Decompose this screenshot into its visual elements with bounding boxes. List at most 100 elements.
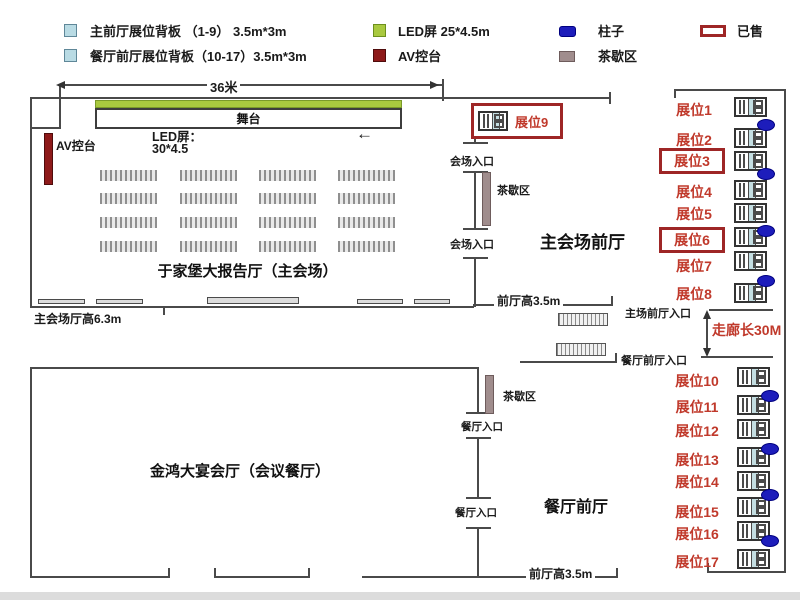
booth-label: 展位1 — [676, 102, 712, 118]
seating-block — [338, 217, 395, 228]
restaurant-entrance-label: 餐厅入口 — [461, 421, 503, 433]
foyer-height-label: 前厅高3.5m — [526, 565, 596, 582]
wall-tick — [611, 296, 613, 305]
booth-icon — [737, 549, 770, 569]
wall-tick — [707, 563, 709, 572]
booth-label: 展位5 — [676, 206, 712, 222]
legend-swatch-restaurant-backdrop — [64, 49, 77, 62]
pillar-icon — [757, 225, 775, 237]
main-hall-height-label: 主会场厅高6.3m — [34, 312, 122, 326]
booth-9-sold-box: 展位9 — [471, 103, 563, 139]
legend-swatch-pillar — [559, 26, 576, 37]
booth-label: 展位2 — [676, 132, 712, 148]
av-console-label: AV控台 — [56, 139, 96, 153]
tea-break-bar — [485, 375, 494, 414]
booth-label: 展位16 — [675, 526, 719, 542]
wall — [30, 97, 610, 99]
wall-tick — [214, 568, 216, 577]
booth-label: 展位11 — [675, 399, 719, 415]
booth-icon — [734, 283, 767, 303]
wall-tick — [308, 568, 310, 577]
booth-icon — [734, 203, 767, 223]
door — [207, 297, 299, 304]
led-screen-label: LED屏： — [152, 130, 203, 144]
wall — [362, 576, 618, 578]
seating-block — [338, 170, 395, 181]
foyer-height-label: 前厅高3.5m — [494, 292, 564, 309]
seating-block — [180, 241, 237, 252]
booth-label: 展位12 — [675, 423, 719, 439]
dimension-line — [62, 84, 443, 86]
main-hall-name: 于家堡大报告厅（主会场） — [157, 263, 338, 280]
wall — [477, 527, 479, 577]
wall — [30, 576, 170, 578]
legend-label-tea: 茶歇区 — [598, 49, 638, 64]
door — [414, 299, 450, 304]
seating-block — [180, 170, 237, 181]
seating-block — [338, 241, 395, 252]
booth-label: 展位15 — [675, 504, 719, 520]
wall — [784, 89, 786, 573]
corridor-measure-line — [701, 356, 773, 358]
arrow-up-icon — [703, 310, 711, 319]
corridor-measure-arrow — [706, 313, 708, 355]
seating-block — [338, 193, 395, 204]
seating-block — [100, 193, 157, 204]
wall — [477, 437, 479, 498]
booth-label: 展位7 — [676, 258, 712, 274]
booth-icon — [734, 97, 767, 117]
wall — [214, 576, 310, 578]
pillar-icon — [757, 119, 775, 131]
seating-block — [259, 241, 316, 252]
legend-label-restaurant-backdrop: 餐厅前厅展位背板（10-17）3.5m*3m — [90, 49, 307, 64]
bottom-edge — [0, 592, 800, 600]
booth-label-sold: 展位3 — [659, 148, 725, 174]
main-foyer-label: 主会场前厅 — [540, 233, 625, 252]
wall-tick — [615, 353, 617, 362]
booth-icon — [478, 111, 508, 131]
seating-block — [259, 170, 316, 181]
wall — [30, 97, 32, 308]
booth-icon — [734, 128, 767, 148]
seating-block — [100, 241, 157, 252]
booth-icon — [737, 521, 770, 541]
dimension-arrow-right — [430, 81, 439, 89]
booth-label: 展位17 — [675, 554, 719, 570]
wall — [707, 571, 786, 573]
door — [38, 299, 85, 304]
legend-swatch-main-backdrop — [64, 24, 77, 37]
led-screen-size: 30*4.5 — [152, 142, 189, 156]
venue-entrance-label: 会场入口 — [450, 156, 494, 168]
av-console-bar — [44, 133, 53, 185]
pillar-icon — [757, 168, 775, 180]
pillar-icon — [761, 489, 779, 501]
wall-tick — [466, 497, 491, 499]
main-foyer-entrance-label: 主场前厅入口 — [625, 308, 691, 320]
corridor-measure-line — [709, 309, 773, 311]
legend-swatch-sold — [700, 25, 726, 37]
wall-tick — [442, 79, 444, 101]
legend-swatch-tea — [559, 51, 575, 62]
stairs — [558, 313, 608, 326]
booth-label: 展位13 — [675, 452, 719, 468]
wall — [30, 127, 60, 129]
booth-label: 展位10 — [675, 373, 719, 389]
booth-icon — [737, 419, 770, 439]
pillar-icon — [761, 535, 779, 547]
booth-icon — [734, 180, 767, 200]
door — [96, 299, 143, 304]
tea-break-label: 茶歇区 — [503, 391, 536, 403]
wall-tick — [616, 568, 618, 577]
door — [357, 299, 403, 304]
seating-block — [100, 217, 157, 228]
wall-tick — [466, 412, 491, 414]
dimension-arrow-left — [56, 81, 65, 89]
booth-label-sold: 展位6 — [659, 227, 725, 253]
wall-tick — [163, 306, 165, 315]
legend-label-sold: 已售 — [737, 24, 764, 39]
seating-block — [180, 193, 237, 204]
legend-swatch-av — [373, 49, 386, 62]
venue-entrance-label: 会场入口 — [450, 239, 494, 251]
pillar-icon — [761, 390, 779, 402]
